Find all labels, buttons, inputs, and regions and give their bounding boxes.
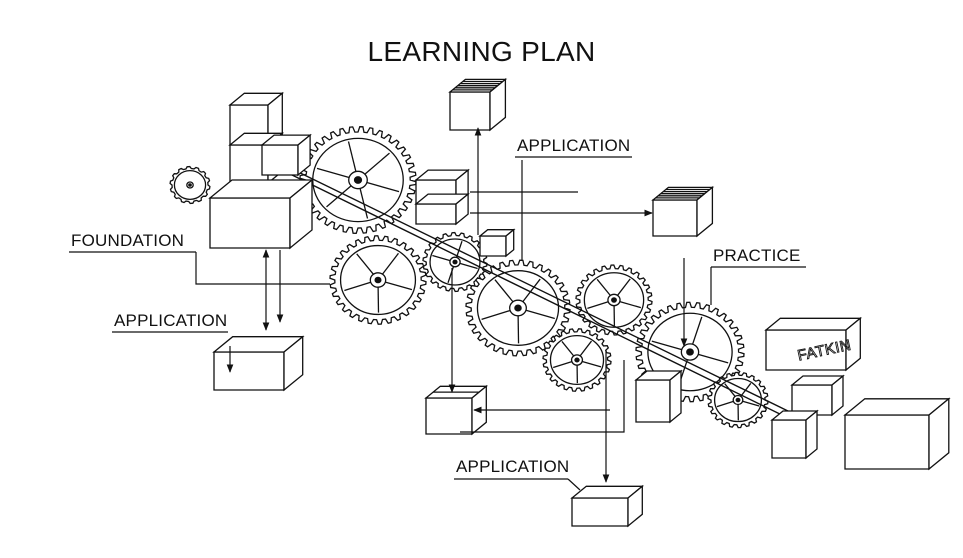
box-left-machine-side — [289, 178, 313, 250]
box-left-machine — [208, 178, 314, 250]
gear-small-center-spoke — [459, 262, 478, 270]
gear-small-lower-spoke — [582, 360, 602, 368]
label-foundation: FOUNDATION — [71, 231, 185, 250]
arrow-connector — [460, 360, 625, 433]
gear-large-top-spoke — [364, 152, 390, 175]
gear-mid-left-spoke — [385, 281, 413, 291]
gear-right-upper-spoke — [619, 301, 642, 309]
label-leaders — [69, 156, 806, 491]
box-center-small-side — [505, 228, 515, 258]
gear-small-center-spoke — [432, 254, 451, 262]
box-left-application-front — [213, 351, 285, 391]
box-top-striped — [448, 78, 508, 132]
gear-large-center-axle — [514, 304, 522, 312]
gear-small-far-left-axle — [188, 183, 192, 187]
gear-small-lower-spoke — [552, 360, 573, 369]
box-tall-stack-upper — [228, 91, 285, 147]
gear-large-top-spoke — [316, 167, 350, 179]
gear-small-right-spoke — [716, 400, 734, 408]
gear-small-lower — [542, 328, 612, 392]
box-battery — [570, 484, 645, 528]
gear-large-practice-spoke — [691, 316, 703, 345]
gear-small-lower-spoke — [561, 341, 575, 357]
box-factory-large-side — [928, 397, 950, 471]
box-factory-sign-top — [764, 317, 863, 331]
gear-right-upper-spoke — [587, 301, 609, 309]
gear-mid-left-spoke — [381, 252, 399, 275]
box-factory-large — [843, 397, 951, 471]
gear-large-practice-spoke — [698, 353, 729, 364]
gear-small-lower-axle — [574, 357, 580, 363]
gear-right-upper-axle — [611, 297, 617, 303]
label-application-left: APPLICATION — [114, 311, 228, 330]
gear-right-upper — [575, 264, 653, 336]
box-factory-large-front — [844, 414, 930, 470]
gear-right-upper-spoke — [616, 278, 631, 296]
gear-large-top-spoke — [347, 141, 357, 172]
gear-small-center — [422, 231, 488, 293]
box-center-small-front — [479, 235, 507, 257]
box-factory-sign-side — [845, 316, 861, 372]
box-center-small — [478, 228, 516, 258]
gear-small-center-spoke — [455, 240, 463, 258]
gear-large-top — [299, 126, 417, 234]
box-practice-side — [634, 369, 683, 424]
box-factory-mid — [790, 374, 845, 417]
gear-small-lower-spoke — [579, 340, 593, 357]
gear-large-top-axle — [353, 176, 363, 184]
box-tall-stack-side-front — [261, 144, 299, 176]
drive-shaft — [289, 167, 791, 419]
diagram-title: LEARNING PLAN — [367, 36, 596, 67]
component-boxes — [208, 78, 951, 528]
box-right-striped — [651, 186, 715, 238]
box-center-bottom-front — [425, 397, 473, 435]
gear-large-center-spoke — [494, 279, 514, 303]
box-battery-side — [627, 484, 643, 528]
box-top-striped-front — [449, 91, 491, 131]
gear-mid-left — [329, 235, 427, 325]
box-practice-side-side — [669, 369, 682, 424]
box-left-application-side — [283, 335, 304, 392]
box-tall-stack-side-side — [297, 133, 311, 177]
gear-mid-left-spoke — [356, 253, 374, 275]
gear-large-practice-spoke — [651, 340, 682, 351]
box-center-stack-lower-front — [415, 203, 457, 225]
gear-large-center — [465, 259, 571, 357]
box-right-striped-front — [652, 199, 698, 237]
label-practice: PRACTICE — [713, 246, 801, 265]
box-left-application — [212, 335, 305, 392]
box-factory-mid-side — [831, 374, 844, 417]
box-practice-side-front — [635, 379, 671, 423]
gear-small-right-axle — [735, 397, 741, 403]
gear-small-right-spoke — [742, 400, 760, 407]
gear-mid-left-axle — [374, 276, 382, 284]
box-factory-low-front — [771, 419, 807, 459]
gear-right-upper-spoke — [596, 278, 611, 296]
box-battery-front — [571, 497, 629, 527]
label-application-bottom: APPLICATION — [456, 457, 570, 476]
gear-large-center-spoke — [522, 278, 541, 303]
gear-large-center-spoke — [525, 309, 555, 320]
gear-large-practice-axle — [686, 348, 694, 356]
gear-small-far-left — [169, 165, 211, 205]
box-factory-sign — [764, 316, 863, 372]
gear-large-center-spoke — [481, 309, 511, 321]
box-factory-low — [770, 409, 819, 460]
box-factory-low-side — [805, 409, 818, 460]
box-center-stack-lower — [414, 192, 470, 226]
gear-mid-left-spoke — [344, 281, 371, 292]
label-application-top: APPLICATION — [517, 136, 631, 155]
box-left-machine-front — [209, 197, 291, 249]
connection-arrows — [226, 127, 688, 483]
gear-large-top-spoke — [326, 185, 352, 208]
box-tall-stack-side — [260, 133, 312, 177]
box-center-stack-lower-side — [455, 192, 469, 226]
gear-small-center-axle — [452, 259, 458, 265]
gear-large-top-spoke — [366, 181, 400, 193]
